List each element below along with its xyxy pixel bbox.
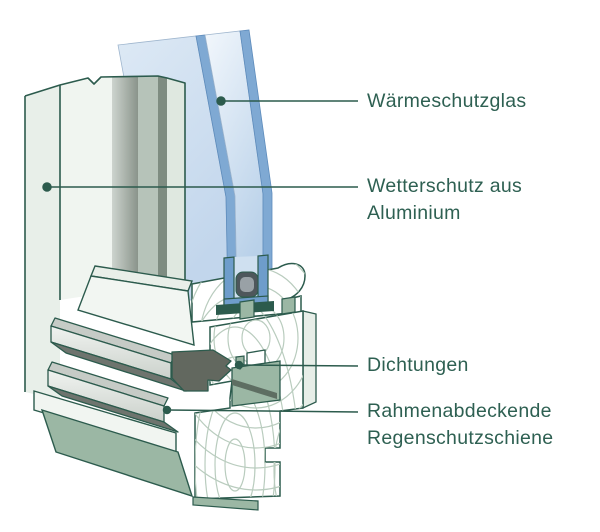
ledge-front-face: [77, 275, 195, 346]
cladding-outline: [24, 75, 186, 392]
leader-line-regenschutzschiene: [166, 409, 359, 413]
rail-cut-profile: [171, 349, 232, 392]
glass-spacer-inner: [240, 277, 254, 292]
seal-lip: [232, 379, 277, 399]
cladding-panel: [60, 77, 112, 300]
aluminum-cladding: [24, 75, 186, 400]
label-line: Aluminium: [367, 202, 461, 224]
label-line: Regenschutzschiene: [367, 427, 554, 449]
sill-bottom-green-edge: [192, 496, 259, 511]
label-line: Wetterschutz aus: [367, 175, 523, 197]
leader-dot-dichtungen: [234, 360, 244, 370]
bottom-board: [33, 390, 194, 498]
label-wetterschutz-aluminium: Wetterschutz aus Aluminium: [367, 173, 522, 227]
setting-block-right: [281, 296, 296, 315]
wood-side-face: [302, 310, 317, 410]
label-line: Wärmeschutzglas: [367, 90, 527, 112]
rail-lower-underside: [47, 385, 179, 433]
cladding-shaded-strip: [138, 76, 158, 290]
cladding-left-face: [25, 85, 60, 400]
setting-block-left: [239, 299, 255, 320]
label-line: Dichtungen: [367, 354, 469, 376]
label-line: Rahmenabdeckende: [367, 400, 552, 422]
label-waermeschutzglas: Wärmeschutzglas: [367, 88, 526, 115]
cladding-gray-strip: [112, 77, 138, 292]
label-dichtungen: Dichtungen: [367, 352, 469, 379]
leader-lines: [42, 96, 359, 415]
leader-dot-wetterschutz: [42, 182, 52, 192]
leader-dot-waermeschutzglas: [216, 96, 226, 106]
leader-line-dichtungen: [238, 364, 359, 367]
leader-dot-regenschutzschiene: [162, 405, 172, 415]
rain-rails: [47, 317, 232, 433]
label-regenschutzschiene: Rahmenabdeckende Regenschutzschiene: [367, 398, 553, 452]
cladding-dark-strip: [158, 76, 167, 289]
cladding-right-face: [167, 78, 185, 288]
frame-wood: [194, 310, 304, 500]
glazing-bed: [216, 254, 296, 320]
sash-cover-ledge: [77, 265, 195, 346]
bottom-board-green-face: [40, 408, 194, 498]
